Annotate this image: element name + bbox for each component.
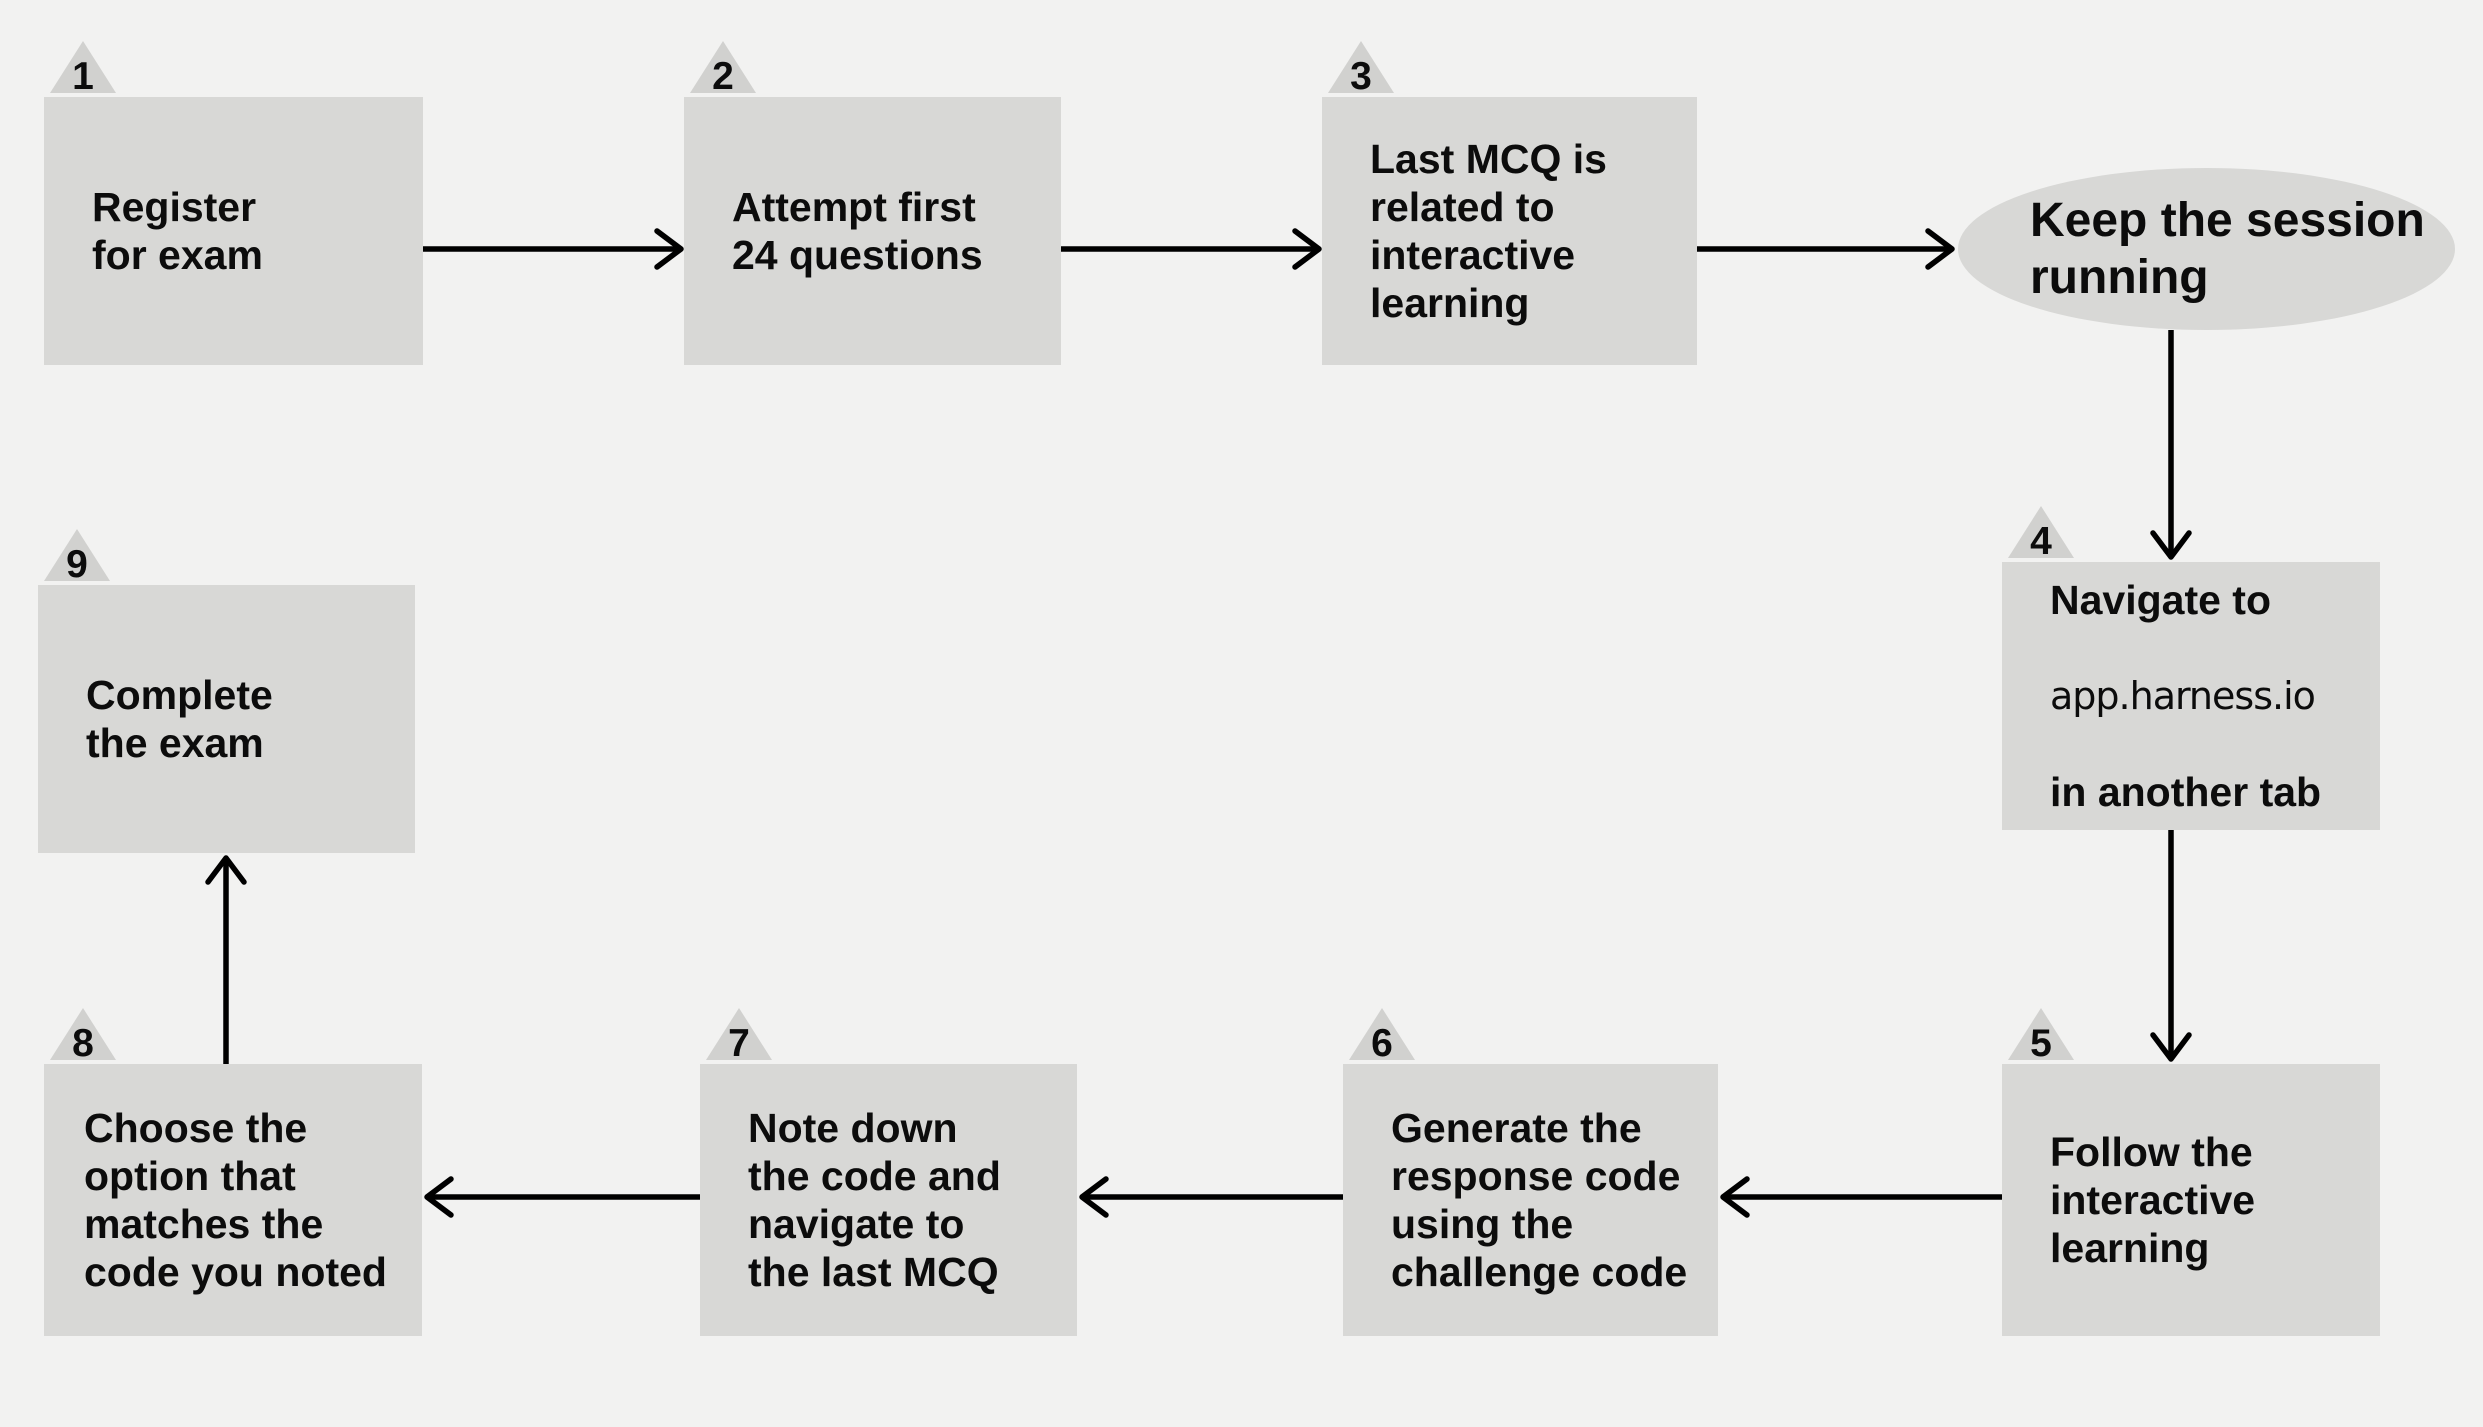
step-4-badge: 4 bbox=[2008, 506, 2074, 563]
step-3-box: Last MCQ is related to interactive learn… bbox=[1322, 97, 1697, 365]
step-5-number: 5 bbox=[2030, 1022, 2052, 1065]
step-4-number: 4 bbox=[2030, 520, 2052, 563]
step-4-url-text: app.harness.io bbox=[2050, 674, 2316, 718]
step-1-number: 1 bbox=[72, 55, 94, 98]
step-3-number: 3 bbox=[1350, 55, 1372, 98]
step-1-label: Register for exam bbox=[92, 184, 263, 278]
step-1-box: Register for exam bbox=[44, 97, 423, 365]
step-7-number: 7 bbox=[728, 1022, 750, 1065]
step-8-box: Choose the option that matches the code … bbox=[44, 1064, 422, 1336]
keep-session-label: Keep the session running bbox=[2030, 194, 2425, 304]
step-4-line-1: Navigate to bbox=[2050, 577, 2271, 623]
step-3-badge: 3 bbox=[1328, 41, 1394, 98]
step-3-label: Last MCQ is related to interactive learn… bbox=[1370, 136, 1607, 326]
step-1-badge: 1 bbox=[50, 41, 116, 98]
step-8-label: Choose the option that matches the code … bbox=[84, 1105, 387, 1295]
step-2-number: 2 bbox=[712, 55, 734, 98]
step-2-label: Attempt first 24 questions bbox=[732, 184, 983, 278]
step-2-badge: 2 bbox=[690, 41, 756, 98]
step-6-label: Generate the response code using the cha… bbox=[1391, 1105, 1688, 1295]
step-4-label: Navigate to app.harness.io in another ta… bbox=[2050, 528, 2366, 864]
step-9-number: 9 bbox=[66, 543, 88, 586]
step-6-badge: 6 bbox=[1349, 1008, 1415, 1065]
step-4-box: Navigate to app.harness.io in another ta… bbox=[2002, 562, 2380, 830]
keep-session-ellipse: Keep the session running bbox=[1958, 168, 2455, 330]
step-9-box: Complete the exam bbox=[38, 585, 415, 853]
step-5-box: Follow the interactive learning bbox=[2002, 1064, 2380, 1336]
step-9-badge: 9 bbox=[44, 529, 110, 586]
step-4-line-3: in another tab bbox=[2050, 769, 2322, 815]
step-6-number: 6 bbox=[1371, 1022, 1393, 1065]
step-7-badge: 7 bbox=[706, 1008, 772, 1065]
step-5-label: Follow the interactive learning bbox=[2050, 1129, 2256, 1271]
step-8-badge: 8 bbox=[50, 1008, 116, 1065]
step-7-box: Note down the code and navigate to the l… bbox=[700, 1064, 1077, 1336]
step-8-number: 8 bbox=[72, 1022, 94, 1065]
step-6-box: Generate the response code using the cha… bbox=[1343, 1064, 1718, 1336]
step-2-box: Attempt first 24 questions bbox=[684, 97, 1061, 365]
step-9-label: Complete the exam bbox=[86, 672, 273, 766]
step-5-badge: 5 bbox=[2008, 1008, 2074, 1065]
step-7-label: Note down the code and navigate to the l… bbox=[748, 1105, 1001, 1295]
